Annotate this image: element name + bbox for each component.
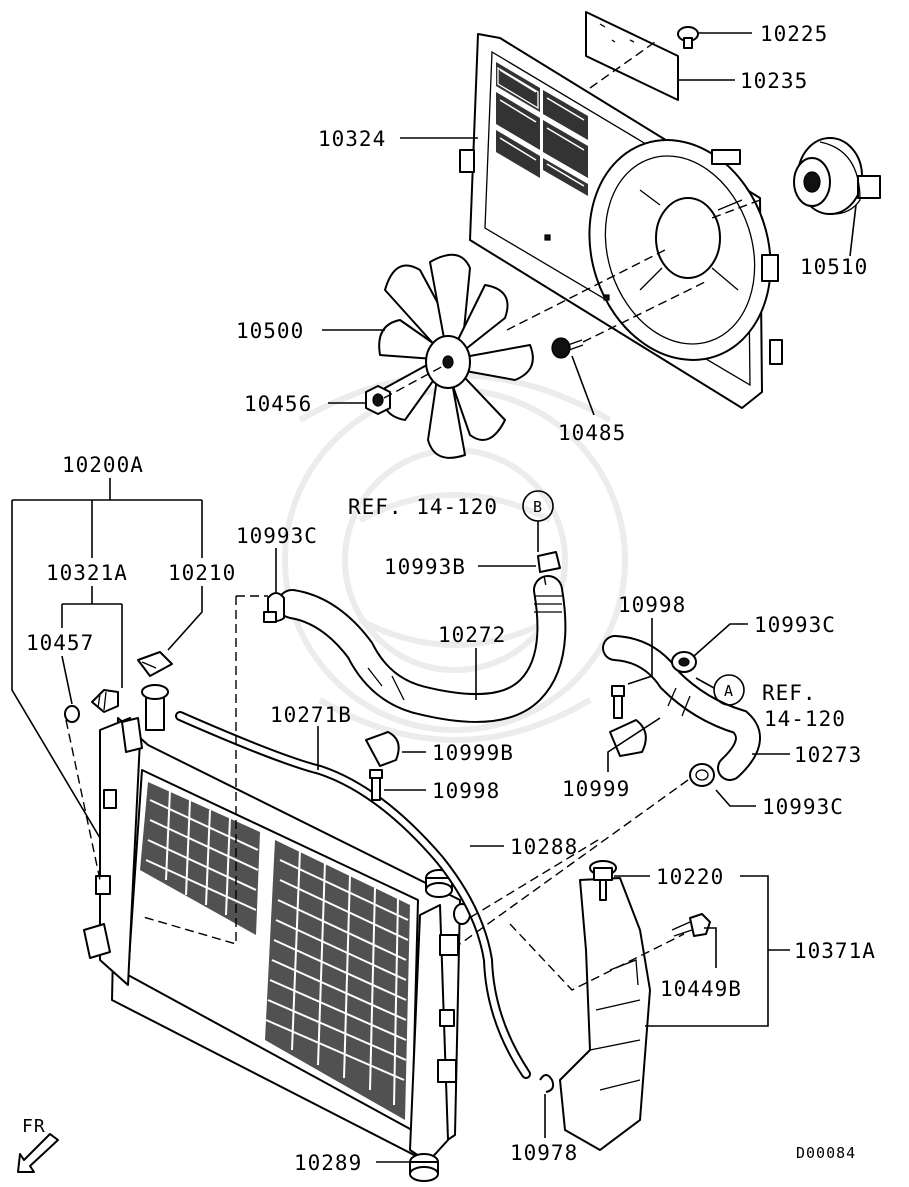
label-10999B: 10999B [432, 741, 514, 765]
dashed-guides [65, 575, 689, 991]
label-fr: FR [22, 1116, 46, 1137]
bracket-10999 [609, 719, 647, 757]
lower-hose [602, 635, 761, 781]
label-circle-b: B [533, 498, 543, 516]
radiator-cap [137, 651, 173, 677]
label-10993B: 10993B [384, 555, 466, 579]
nut-10456 [365, 385, 391, 415]
leader-lines [11, 32, 857, 1163]
label-10371A: 10371A [794, 939, 876, 963]
o-ring-10457 [64, 705, 80, 723]
caution-label [585, 11, 679, 101]
label-diagram-code: D00084 [796, 1144, 856, 1162]
label-10978: 10978 [510, 1141, 578, 1165]
drain-plug [91, 689, 119, 713]
label-circle-a: A [724, 682, 734, 700]
label-10993C-left: 10993C [236, 524, 318, 548]
bolt-10485 [551, 337, 584, 359]
fan-motor [793, 137, 881, 215]
clip-10225 [677, 26, 699, 49]
label-ref-b: REF. 14-120 [348, 495, 498, 519]
label-10324: 10324 [318, 127, 386, 151]
front-arrow-icon [17, 1133, 59, 1173]
label-10225: 10225 [760, 22, 828, 46]
label-10288: 10288 [510, 835, 578, 859]
bushing-10289 [409, 1153, 439, 1182]
label-10210: 10210 [168, 561, 236, 585]
part-labels: 10225 10235 10324 10510 10500 10456 1048… [22, 22, 876, 1175]
label-10457: 10457 [26, 631, 94, 655]
bracket-10999B [365, 731, 400, 767]
clamp-10993B [537, 551, 561, 573]
label-10998-top: 10998 [618, 593, 686, 617]
label-ref-a-2: 14-120 [764, 707, 846, 731]
fan-blade [378, 253, 534, 459]
label-10999: 10999 [562, 777, 630, 801]
label-10485: 10485 [558, 421, 626, 445]
label-10273: 10273 [794, 743, 862, 767]
upper-hose [277, 575, 567, 723]
label-10289: 10289 [294, 1151, 362, 1175]
label-10220: 10220 [656, 865, 724, 889]
radiator [83, 684, 471, 1163]
clamp-10993C-right [671, 651, 697, 673]
label-10271B: 10271B [270, 703, 352, 727]
label-10998-mid: 10998 [432, 779, 500, 803]
label-ref-a-1: REF. [762, 681, 817, 705]
reservoir-cap [589, 860, 617, 901]
label-10993C-right: 10993C [754, 613, 836, 637]
bolt-10449B [671, 913, 711, 937]
clamp-10993C-low [689, 763, 715, 787]
label-10321A: 10321A [46, 561, 128, 585]
radiator-core-fins [140, 782, 410, 1120]
label-10272: 10272 [438, 623, 506, 647]
fan-shroud [459, 33, 783, 409]
clip-10978 [539, 1074, 555, 1093]
label-10456: 10456 [244, 392, 312, 416]
ref-circle-b [522, 490, 554, 522]
clamp-10993C-left [263, 592, 285, 623]
label-10200A: 10200A [62, 453, 144, 477]
bolt-10998-mid [369, 769, 383, 801]
coolant-reservoir [559, 877, 651, 1151]
label-10500: 10500 [236, 319, 304, 343]
label-10449B: 10449B [660, 977, 742, 1001]
label-10510: 10510 [800, 255, 868, 279]
label-10235: 10235 [740, 69, 808, 93]
bolt-10998-top [611, 685, 625, 719]
label-10993C-low: 10993C [762, 795, 844, 819]
shroud-grille [496, 62, 588, 196]
ref-circle-a [713, 674, 745, 706]
